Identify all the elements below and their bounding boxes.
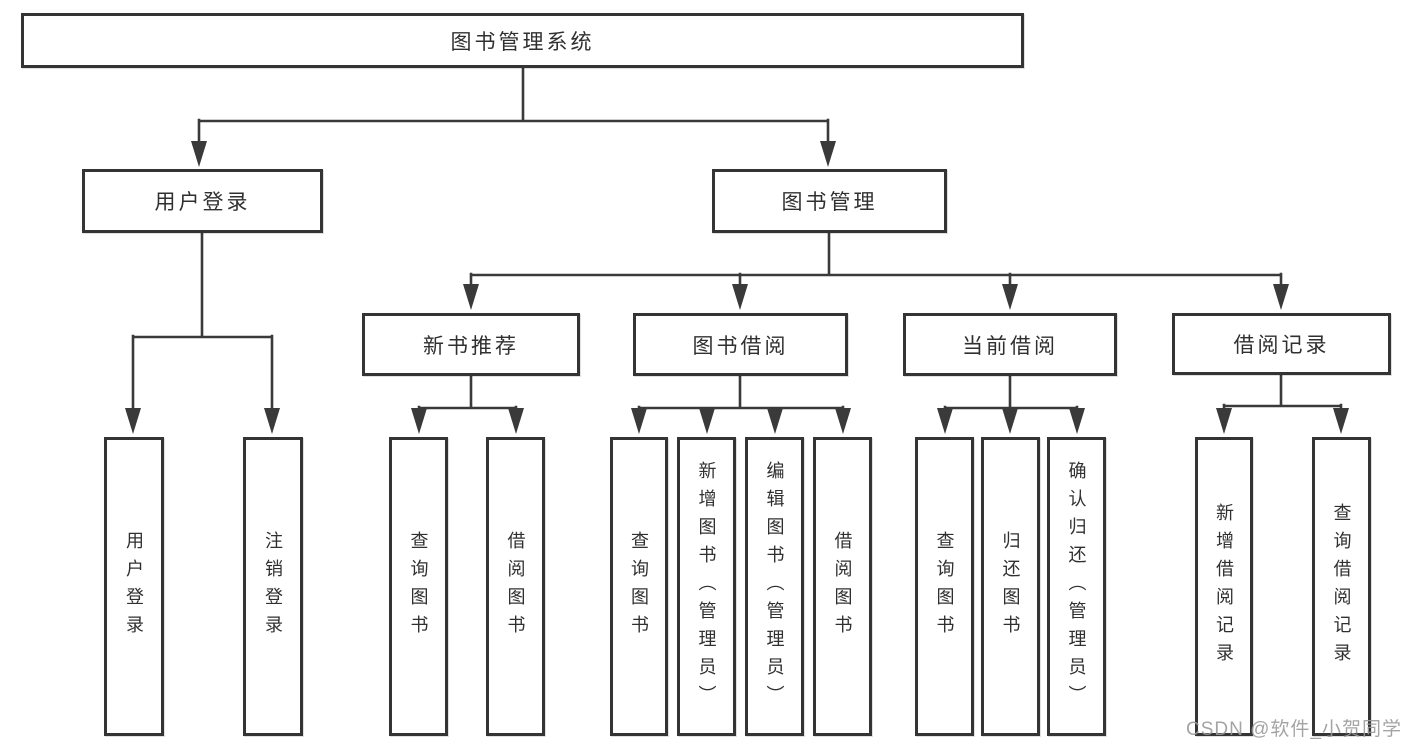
leaf-logout-label: 注销登录 <box>263 530 283 643</box>
leaf-confirm-return-admin: 确认归还（管理员） <box>1047 437 1106 736</box>
leaf-query-books-1: 查询图书 <box>389 437 448 736</box>
leaf-add-book-admin-label: 新增图书（管理员） <box>696 460 717 713</box>
leaf-edit-book-admin: 编辑图书（管理员） <box>745 437 804 736</box>
leaf-borrow-books-2-label: 借阅图书 <box>832 530 853 643</box>
leaf-borrow-books-1-label: 借阅图书 <box>505 530 526 643</box>
leaf-query-books-3: 查询图书 <box>915 437 974 736</box>
leaf-return-book-label: 归还图书 <box>1000 530 1021 643</box>
node-current-borrow-label: 当前借阅 <box>962 334 1058 358</box>
leaf-add-book-admin: 新增图书（管理员） <box>677 437 736 736</box>
leaf-query-books-2-label: 查询图书 <box>629 530 649 643</box>
node-book-management: 图书管理 <box>712 169 947 233</box>
leaf-query-borrow-record-label: 查询借阅记录 <box>1331 502 1352 671</box>
leaf-return-book: 归还图书 <box>981 437 1040 736</box>
leaf-query-books-1-label: 查询图书 <box>408 530 429 643</box>
node-book-borrow-label: 图书借阅 <box>692 334 789 358</box>
leaf-user-login: 用户登录 <box>104 437 164 736</box>
leaf-add-borrow-record: 新增借阅记录 <box>1195 437 1253 736</box>
node-borrow-records-label: 借阅记录 <box>1233 334 1330 357</box>
leaf-add-borrow-record-label: 新增借阅记录 <box>1214 502 1234 671</box>
leaf-borrow-books-1: 借阅图书 <box>486 437 545 736</box>
leaf-logout: 注销登录 <box>243 437 303 736</box>
node-borrow-records: 借阅记录 <box>1172 313 1391 375</box>
leaf-confirm-return-admin-label: 确认归还（管理员） <box>1066 460 1087 713</box>
node-library-system: 图书管理系统 <box>21 13 1024 68</box>
node-user-login: 用户登录 <box>82 169 323 233</box>
leaf-borrow-books-2: 借阅图书 <box>813 437 872 736</box>
node-library-system-label: 图书管理系统 <box>450 30 595 54</box>
leaf-user-login-label: 用户登录 <box>124 530 144 643</box>
node-current-borrow: 当前借阅 <box>903 313 1117 376</box>
node-new-book-recommend-label: 新书推荐 <box>423 334 519 358</box>
node-user-login-label: 用户登录 <box>154 191 251 214</box>
node-book-management-label: 图书管理 <box>781 191 878 214</box>
leaf-query-books-2: 查询图书 <box>610 437 668 736</box>
watermark-text: CSDN @软件_小贺同学 <box>1186 719 1402 740</box>
node-new-book-recommend: 新书推荐 <box>362 313 580 376</box>
leaf-edit-book-admin-label: 编辑图书（管理员） <box>764 460 785 713</box>
node-book-borrow: 图书借阅 <box>633 313 848 376</box>
leaf-query-books-3-label: 查询图书 <box>934 530 955 643</box>
leaf-query-borrow-record: 查询借阅记录 <box>1312 437 1371 736</box>
